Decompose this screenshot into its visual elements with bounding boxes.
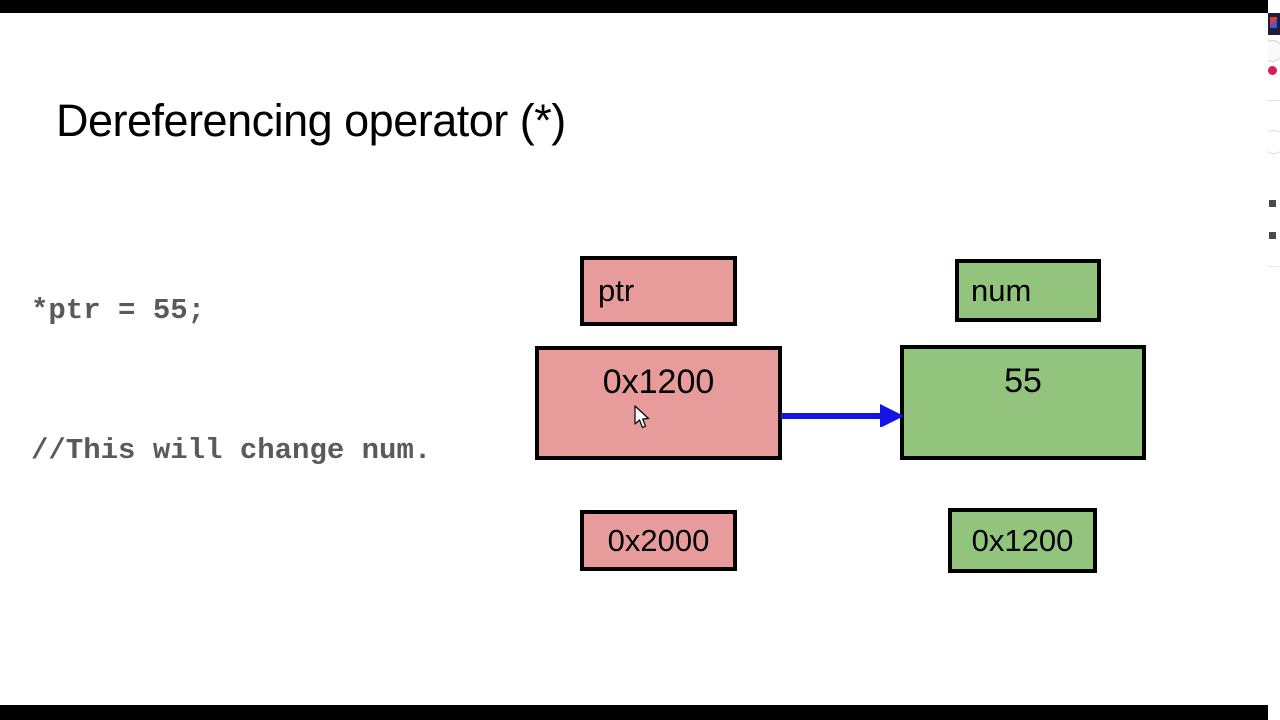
code-line: *ptr = 55; [31,294,206,327]
code-line: //This will change num. [31,433,432,467]
list-item[interactable] [1269,200,1276,207]
avatar[interactable] [1268,40,1280,62]
video-letterbox-top [0,0,1280,13]
round-button-icon[interactable] [1268,130,1280,154]
list-item[interactable] [1269,232,1276,239]
divider [1268,100,1280,101]
page-title: Dereferencing operator (*) [56,95,566,146]
pointer-memory-diagram: ptr 0x1200 0x2000 num 55 0x1200 [0,13,1268,705]
pointer-arrow-icon [781,404,904,427]
ptr-value-box: 0x1200 [535,346,782,460]
page-edge-sidebar [1268,0,1280,720]
thumbnail-badge-icon [1270,17,1277,28]
num-name-box: num [955,259,1101,322]
notification-dot-icon [1268,66,1277,75]
num-value-box: 55 [900,345,1146,460]
presentation-slide: Dereferencing operator (*) *ptr = 55; //… [0,13,1268,705]
ptr-name-box: ptr [580,256,737,326]
code-listing: *ptr = 55; //This will change num. cout … [31,195,431,705]
divider [1268,266,1280,267]
num-address-box: 0x1200 [948,508,1097,573]
ptr-address-box: 0x2000 [580,510,737,571]
video-letterbox-bottom [0,705,1280,720]
